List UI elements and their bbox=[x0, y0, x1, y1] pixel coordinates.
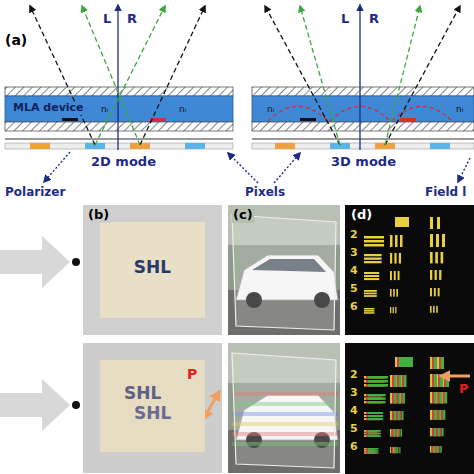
mode-label: 2D mode bbox=[90, 155, 157, 170]
group-number: 3 bbox=[349, 387, 359, 400]
sample-square: SHL bbox=[100, 222, 205, 318]
group-number: 2 bbox=[349, 229, 359, 242]
group-number: 4 bbox=[349, 405, 359, 418]
direction-label: L bbox=[340, 12, 350, 27]
group-number: 5 bbox=[349, 283, 359, 296]
polarization-label: P bbox=[186, 366, 198, 382]
polarization-label: P bbox=[458, 382, 470, 397]
index-label: nᵢ bbox=[100, 104, 109, 114]
group-number: 6 bbox=[349, 301, 359, 314]
part-label: Pixels bbox=[244, 186, 286, 200]
polarization-arrow bbox=[204, 392, 219, 418]
panel-letter: (d) bbox=[350, 208, 373, 223]
index-label: nᵢ bbox=[266, 104, 275, 114]
polarization-arrow bbox=[442, 375, 470, 378]
group-number: 4 bbox=[349, 265, 359, 278]
leader-arrows bbox=[44, 152, 470, 183]
part-label: Field l bbox=[424, 186, 467, 200]
group-number: 2 bbox=[349, 369, 359, 382]
sample-text: SHL bbox=[132, 258, 173, 278]
mla-2d bbox=[5, 87, 233, 149]
device-layer: MLA device bbox=[5, 96, 233, 122]
target-bars bbox=[364, 217, 449, 454]
index-label: nᵢ bbox=[455, 104, 464, 114]
photo-c-top bbox=[228, 205, 340, 335]
panel-letter: (b) bbox=[87, 208, 110, 223]
layer-label: MLA device bbox=[11, 102, 86, 115]
group-number: 5 bbox=[349, 423, 359, 436]
direction-label: R bbox=[368, 12, 380, 27]
target-bottom bbox=[345, 343, 474, 474]
index-label: nᵢ bbox=[178, 104, 187, 114]
photo-b-top bbox=[83, 205, 222, 335]
panel-letter: (a) bbox=[4, 32, 28, 48]
panel-letter: (c) bbox=[232, 208, 254, 223]
mla-3d bbox=[252, 87, 474, 149]
sample-text: SHL bbox=[132, 404, 173, 424]
target-top bbox=[345, 205, 474, 335]
sample-text: SHL bbox=[122, 384, 163, 404]
photo-c-bottom bbox=[228, 343, 340, 473]
part-label: Polarizer bbox=[4, 186, 66, 200]
group-number: 6 bbox=[349, 441, 359, 454]
photo-b-bottom bbox=[83, 343, 222, 473]
direction-label: L bbox=[102, 12, 112, 27]
light-rays bbox=[30, 5, 460, 150]
group-number: 3 bbox=[349, 247, 359, 260]
mode-label: 3D mode bbox=[330, 155, 397, 170]
row-arrows bbox=[0, 236, 80, 431]
direction-label: R bbox=[126, 12, 138, 27]
